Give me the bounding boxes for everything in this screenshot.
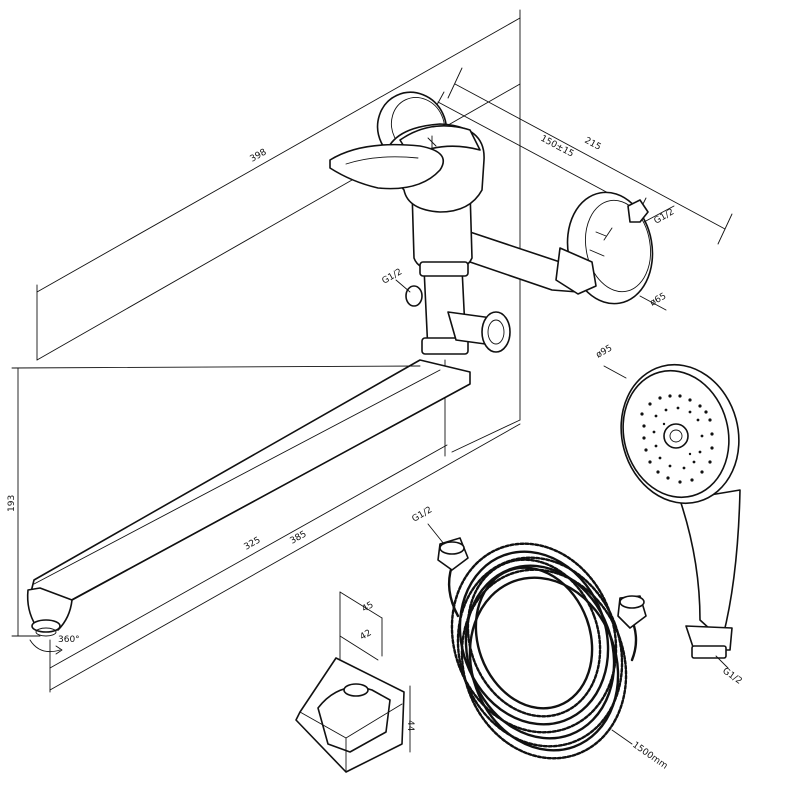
- d1500-label: 1500mm: [630, 740, 669, 771]
- dim-150-label: 150±15: [539, 134, 576, 160]
- dim-193-label: 193: [7, 495, 17, 512]
- hand-shower: [620, 363, 741, 659]
- d360-label: 360°: [58, 635, 80, 645]
- g12-wall-label: G1/2: [653, 207, 677, 226]
- mixer-body: [329, 123, 597, 355]
- dimension-193: 193: [7, 365, 421, 637]
- shower-hose: [437, 537, 647, 760]
- spray-nozzles: [640, 394, 714, 484]
- wall-bracket: 45 42 44: [295, 591, 415, 773]
- rotation-indicator: 360°: [29, 635, 80, 655]
- g12-handle-label: G1/2: [720, 666, 743, 687]
- d44-label: 44: [405, 720, 415, 732]
- long-spout: [26, 359, 471, 637]
- d42-label: 42: [359, 628, 374, 642]
- d95-label: ø95: [595, 343, 615, 360]
- dim-215-label: 215: [583, 136, 603, 153]
- d45-label: 45: [361, 600, 376, 614]
- g12-hose-label: G1/2: [411, 505, 435, 524]
